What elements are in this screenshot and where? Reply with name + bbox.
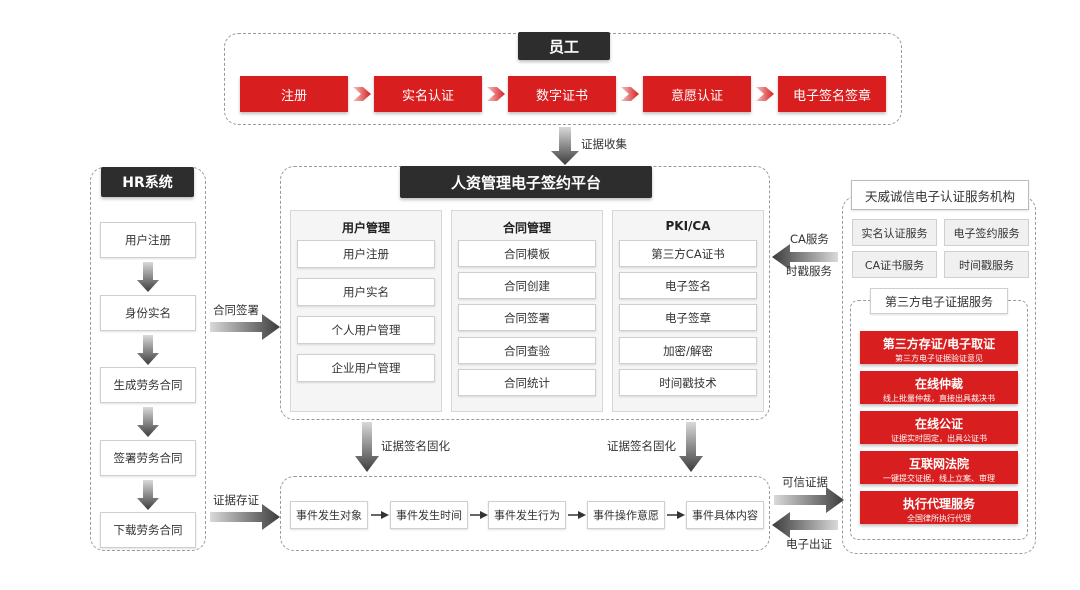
chevron-right-icon [487, 87, 505, 101]
pki-item[interactable]: 时间戳技术 [619, 369, 757, 396]
hr-step-generate[interactable]: 生成劳务合同 [100, 367, 196, 403]
event-behavior[interactable]: 事件发生行为 [488, 501, 566, 529]
pki-item[interactable]: 电子签章 [619, 304, 757, 331]
step-register[interactable]: 注册 [240, 76, 348, 112]
label-evidence-fix-right: 证据签名固化 [607, 439, 676, 453]
arrow-down-icon [137, 407, 159, 437]
hr-title: HR系统 [101, 167, 194, 197]
service-subtitle: 线上批量仲裁，直接出具裁决书 [883, 394, 995, 403]
service-title: 互联网法院 [908, 457, 969, 471]
label-evidence-collect: 证据收集 [581, 137, 627, 151]
chevron-right-icon [621, 87, 639, 101]
service-timestamp[interactable]: 时间戳服务 [944, 251, 1029, 278]
event-content[interactable]: 事件具体内容 [686, 501, 764, 529]
platform-title: 人资管理电子签约平台 [400, 166, 652, 198]
panel-title: PKI/CA [665, 219, 711, 233]
pki-item[interactable]: 电子签名 [619, 272, 757, 299]
service-online-notary[interactable]: 在线公证 证据实时固定，出具公证书 [860, 411, 1018, 444]
arrow-right-icon [210, 504, 280, 530]
event-time[interactable]: 事件发生时间 [390, 501, 468, 529]
service-ca-cert[interactable]: CA证书服务 [852, 251, 937, 278]
arrow-right-icon [667, 511, 685, 519]
label-contract-sign: 合同签署 [213, 303, 259, 317]
hr-step-sign[interactable]: 签署劳务合同 [100, 440, 196, 476]
step-esign-seal[interactable]: 电子签名签章 [778, 76, 886, 112]
arrow-right-icon [210, 314, 280, 340]
arrow-down-icon [679, 422, 703, 472]
user-mgmt-item[interactable]: 企业用户管理 [297, 354, 435, 382]
user-mgmt-item[interactable]: 用户注册 [297, 240, 435, 268]
contract-mgmt-item[interactable]: 合同统计 [458, 369, 596, 396]
service-title: 第三方存证/电子取证 [882, 337, 996, 351]
service-title: 在线仲裁 [914, 377, 963, 391]
label-evidence-fix-left: 证据签名固化 [381, 439, 450, 453]
contract-mgmt-item[interactable]: 合同查验 [458, 337, 596, 364]
label-timestamp-service: 时戳服务 [786, 264, 832, 278]
arrow-right-icon [568, 511, 586, 519]
pki-item[interactable]: 第三方CA证书 [619, 240, 757, 267]
service-enforcement-agency[interactable]: 执行代理服务 全国律所执行代理 [860, 491, 1018, 524]
label-ca-service: CA服务 [790, 232, 829, 246]
service-title: 在线公证 [914, 417, 963, 431]
service-title: 执行代理服务 [902, 497, 975, 511]
event-intent[interactable]: 事件操作意愿 [587, 501, 665, 529]
service-online-arbitration[interactable]: 在线仲裁 线上批量仲裁，直接出具裁决书 [860, 371, 1018, 404]
user-mgmt-item[interactable]: 个人用户管理 [297, 316, 435, 344]
hr-step-identity[interactable]: 身份实名 [100, 295, 196, 331]
arrow-left-icon [772, 512, 838, 538]
contract-mgmt-item[interactable]: 合同签署 [458, 304, 596, 331]
service-subtitle: 一键提交证据，线上立案、审理 [883, 474, 995, 483]
arrow-right-icon [371, 511, 389, 519]
arrow-down-icon [551, 127, 579, 165]
agency-title: 天威诚信电子认证服务机构 [851, 180, 1029, 210]
arrow-right-icon [470, 511, 488, 519]
contract-mgmt-item[interactable]: 合同模板 [458, 240, 596, 267]
third-party-title: 第三方电子证据服务 [870, 288, 1008, 314]
pki-item[interactable]: 加密/解密 [619, 337, 757, 364]
step-intent-auth[interactable]: 意愿认证 [643, 76, 751, 112]
service-subtitle: 第三方电子证据验证意见 [895, 354, 983, 363]
arrow-down-icon [137, 480, 159, 510]
service-real-name[interactable]: 实名认证服务 [852, 219, 937, 246]
events-section [280, 476, 770, 551]
service-esign[interactable]: 电子签约服务 [944, 219, 1029, 246]
arrow-right-icon [774, 487, 844, 513]
service-subtitle: 全国律所执行代理 [907, 514, 971, 523]
event-object[interactable]: 事件发生对象 [290, 501, 368, 529]
service-subtitle: 证据实时固定，出具公证书 [891, 434, 987, 443]
service-internet-court[interactable]: 互联网法院 一键提交证据，线上立案、审理 [860, 451, 1018, 484]
label-electronic-certify: 电子出证 [786, 537, 832, 551]
step-real-name[interactable]: 实名认证 [374, 76, 482, 112]
arrow-down-icon [137, 335, 159, 365]
user-mgmt-item[interactable]: 用户实名 [297, 278, 435, 306]
hr-step-register[interactable]: 用户注册 [100, 222, 196, 258]
panel-title: 用户管理 [341, 221, 390, 235]
label-trusted-evidence: 可信证据 [782, 475, 828, 489]
hr-step-download[interactable]: 下载劳务合同 [100, 512, 196, 548]
contract-mgmt-item[interactable]: 合同创建 [458, 272, 596, 299]
arrow-down-icon [137, 262, 159, 292]
arrow-down-icon [355, 422, 379, 472]
arrow-left-icon [772, 244, 838, 270]
service-evidence-storage[interactable]: 第三方存证/电子取证 第三方电子证据验证意见 [860, 331, 1018, 364]
panel-title: 合同管理 [502, 221, 551, 235]
chevron-right-icon [756, 87, 774, 101]
chevron-right-icon [353, 87, 371, 101]
label-evidence-store: 证据存证 [213, 493, 259, 507]
employee-title: 员工 [518, 32, 610, 60]
step-digital-cert[interactable]: 数字证书 [508, 76, 616, 112]
